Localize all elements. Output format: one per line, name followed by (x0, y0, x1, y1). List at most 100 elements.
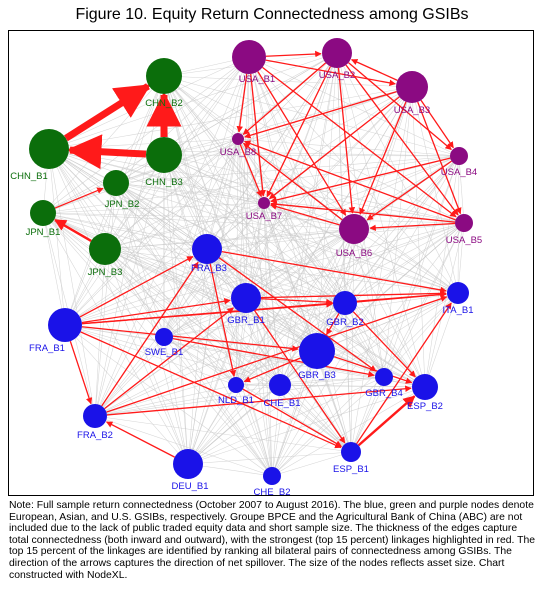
strong-edge-esp-b1-to-ita-b1 (356, 302, 452, 445)
weak-edge-jpn-b2-che-b1 (115, 182, 281, 386)
weak-edge-usa-b8-jpn-b1 (42, 138, 239, 214)
weak-edge-chn-b2-gbr-b4 (163, 75, 385, 378)
node-che-b2 (263, 467, 281, 485)
weak-edge-chn-b3-gbr-b3 (163, 154, 318, 352)
weak-edge-usa-b3-chn-b2 (163, 75, 413, 88)
strong-edge-fra-b1-to-gbr-b3 (81, 326, 299, 352)
weak-edge-usa-b6-jpn-b1 (42, 212, 355, 230)
node-usa-b3 (396, 71, 428, 103)
weak-edge-usa-b6-jpn-b2 (115, 182, 355, 230)
weak-edge-che-b2-esp-b2 (271, 386, 426, 477)
strong-edge-usa-b1-to-usa-b2 (265, 50, 322, 58)
strong-edge-usa-b3-to-usa-b2 (350, 59, 398, 81)
node-label-ita-b1: ITA_B1 (443, 305, 474, 316)
strong-edge-gbr-b2-to-esp-b2 (352, 311, 416, 378)
weak-edge-fra-b2-swe-b1 (94, 336, 165, 417)
node-label-usa-b6: USA_B6 (336, 248, 372, 259)
node-label-usa-b2: USA_B2 (319, 70, 355, 81)
strong-edge-usa-b1-to-usa-b3 (265, 59, 396, 87)
strong-edge-usa-b2-to-usa-b5 (345, 64, 459, 216)
weak-edge-usa-b4-chn-b3 (163, 154, 460, 157)
node-label-usa-b3: USA_B3 (394, 105, 430, 116)
weak-edge-usa-b3-gbr-b4 (383, 86, 413, 378)
weak-edge-usa-b1-fra-b2 (94, 56, 250, 417)
weak-edge-usa-b7-jpn-b2 (115, 182, 265, 204)
weak-edge-jpn-b2-esp-b2 (115, 182, 426, 388)
node-fra-b3 (192, 234, 222, 264)
node-usa-b5 (455, 214, 473, 232)
weak-edge-usa-b1-jpn-b1 (42, 56, 250, 214)
node-label-swe-b1: SWE_B1 (145, 347, 184, 358)
strong-edge-deu-b1-to-fra-b2 (105, 421, 175, 458)
weak-edge-usa-b8-gbr-b2 (237, 138, 346, 304)
strong-edge-usa-b5-to-usa-b8 (243, 140, 456, 221)
weak-edge-jpn-b2-esp-b1 (115, 182, 352, 453)
weak-edge-usa-b3-deu-b1 (187, 86, 413, 465)
weak-edge-jpn-b2-ita-b1 (115, 182, 459, 294)
weak-edge-usa-b6-gbr-b1 (245, 228, 355, 299)
weak-edge-jpn-b3-che-b2 (104, 248, 273, 477)
weak-edge-usa-b7-deu-b1 (187, 202, 265, 465)
weak-edge-usa-b2-swe-b1 (163, 52, 338, 338)
node-label-esp-b2: ESP_B2 (407, 401, 443, 412)
weak-edge-gbr-b1-swe-b1 (163, 297, 247, 338)
weak-edge-usa-b8-gbr-b3 (237, 138, 318, 352)
node-gbr-b1 (231, 283, 261, 313)
weak-edge-usa-b4-gbr-b4 (383, 155, 460, 378)
weak-edge-fra-b2-che-b1 (94, 384, 281, 417)
strong-edge-fra-b2-to-ita-b1 (106, 295, 448, 413)
weak-edge-usa-b1-swe-b1 (163, 56, 250, 338)
strong-edge-gbr-b2-to-gbr-b3 (326, 313, 340, 336)
weak-edge-fra-b2-gbr-b3 (94, 350, 318, 417)
weak-edge-fra-b1-gbr-b4 (64, 324, 385, 378)
weak-edge-gbr-b1-deu-b1 (187, 297, 247, 465)
strong-edge-fra-b1-to-fra-b2 (69, 340, 93, 405)
node-label-usa-b4: USA_B4 (441, 167, 477, 178)
node-usa-b2 (322, 38, 352, 68)
weak-edge-gbr-b3-che-b2 (271, 350, 318, 477)
weak-edge-usa-b3-esp-b1 (350, 86, 413, 453)
weak-edge-usa-b8-esp-b2 (237, 138, 426, 388)
weak-edge-usa-b4-usa-b8 (237, 138, 460, 157)
weak-edge-jpn-b1-nld-b1 (42, 212, 237, 386)
weak-edge-nld-b1-deu-b1 (187, 384, 237, 465)
strong-edge-usa-b3-to-usa-b8 (244, 90, 397, 139)
strong-edge-usa-b2-to-usa-b8 (242, 62, 327, 135)
strong-edge-gbr-b1-to-esp-b1 (253, 310, 346, 444)
strong-edge-usa-b3-to-usa-b5 (417, 101, 462, 215)
weak-edge-fra-b3-swe-b1 (163, 248, 208, 338)
weak-edge-chn-b3-esp-b2 (163, 154, 426, 388)
node-label-fra-b3: FRA_B3 (191, 263, 227, 274)
node-usa-b8 (232, 133, 244, 145)
weak-edge-fra-b1-che-b2 (64, 324, 273, 477)
strong-edge-chn-b3-to-chn-b1 (66, 134, 147, 170)
weak-edge-jpn-b1-gbr-b2 (42, 212, 346, 304)
weak-edge-fra-b3-gbr-b2 (206, 248, 346, 304)
node-gbr-b4 (375, 368, 393, 386)
strong-edge-jpn-b3-to-jpn-b1 (54, 218, 92, 243)
weak-edge-gbr-b4-che-b1 (279, 376, 385, 386)
weak-edge-ita-b1-swe-b1 (163, 292, 459, 338)
weak-edge-gbr-b4-che-b2 (271, 376, 385, 477)
strong-edge-usa-b2-to-usa-b6 (337, 67, 356, 214)
strong-edge-chn-b1-to-chn-b2 (64, 83, 151, 142)
weak-edge-usa-b6-swe-b1 (163, 228, 355, 338)
weak-edge-usa-b2-jpn-b1 (42, 52, 338, 214)
weak-edge-fra-b3-che-b2 (206, 248, 273, 477)
weak-edge-jpn-b1-deu-b1 (42, 212, 189, 465)
weak-edge-ita-b1-che-b1 (279, 292, 459, 386)
weak-edge-usa-b3-fra-b1 (64, 86, 413, 326)
node-label-jpn-b2: JPN_B2 (105, 199, 140, 210)
weak-edge-jpn-b1-gbr-b3 (42, 212, 318, 352)
weak-edge-usa-b5-esp-b1 (350, 222, 465, 453)
weak-edge-jpn-b1-fra-b3 (42, 212, 208, 250)
weak-edge-gbr-b4-nld-b1 (235, 376, 385, 386)
weak-edge-chn-b3-gbr-b1 (163, 154, 247, 299)
strong-edge-fra-b1-to-fra-b3 (79, 255, 194, 318)
weak-edge-jpn-b3-gbr-b1 (104, 248, 247, 299)
node-ita-b1 (447, 282, 469, 304)
weak-edge-usa-b6-ita-b1 (353, 228, 459, 294)
weak-edge-gbr-b4-esp-b1 (350, 376, 385, 453)
